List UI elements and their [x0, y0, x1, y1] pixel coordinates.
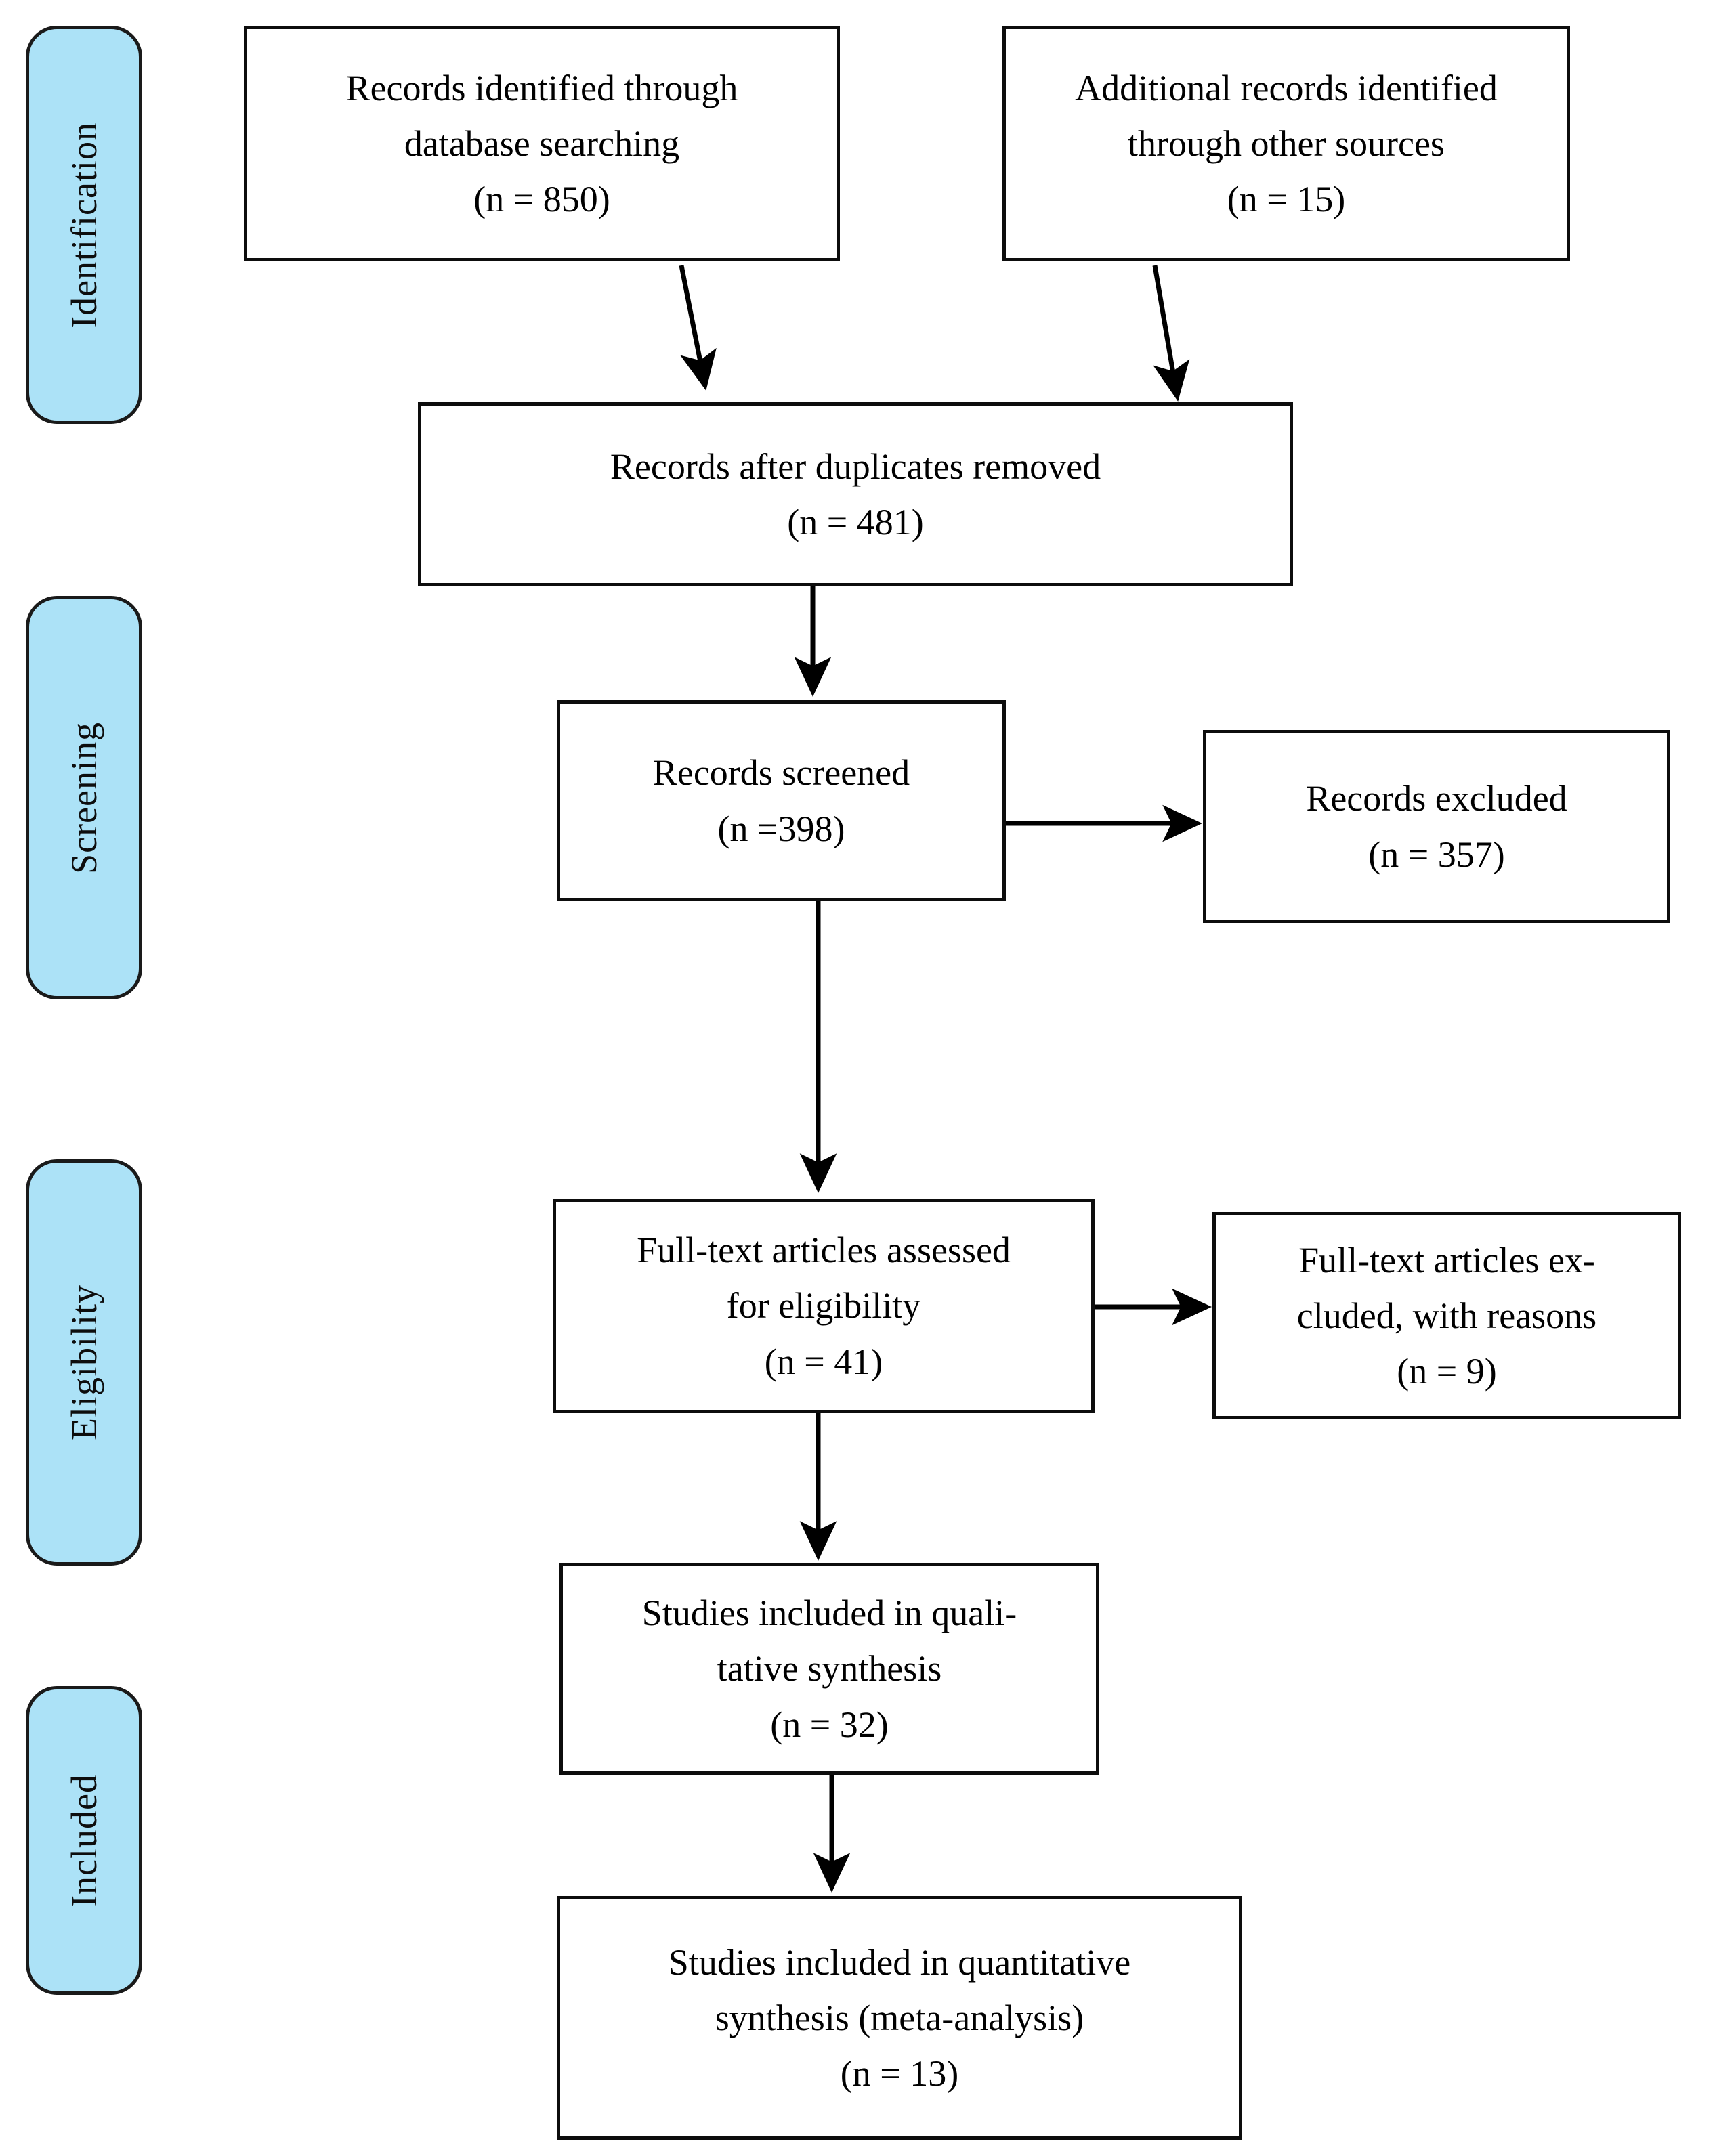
connector-additional-to-duplicates — [1152, 265, 1190, 402]
box-qualitative-synthesis[interactable]: Studies included in quali- tative synthe… — [559, 1563, 1099, 1775]
box-records-identified-line-3: (n = 850) — [473, 179, 610, 220]
box-records-screened[interactable]: Records screened (n =398) — [557, 700, 1006, 901]
box-quantitative-synthesis-line-1: Studies included in quantitative — [668, 1941, 1131, 1983]
stage-tab-included[interactable]: Included — [26, 1686, 142, 1995]
stage-tab-identification-label: Identification — [64, 121, 104, 328]
stage-tab-screening[interactable]: Screening — [26, 596, 142, 999]
stage-tab-screening-label: Screening — [64, 721, 104, 874]
box-records-excluded[interactable]: Records excluded (n = 357) — [1203, 730, 1670, 923]
box-fulltext-excluded-line-2: cluded, with reasons — [1296, 1295, 1597, 1336]
box-fulltext-assessed-line-2: for eligibility — [726, 1285, 921, 1327]
box-additional-records-line-2: through other sources — [1128, 123, 1445, 164]
box-additional-records-line-1: Additional records identified — [1075, 67, 1498, 108]
box-fulltext-assessed-line-3: (n = 41) — [764, 1341, 883, 1382]
box-fulltext-excluded[interactable]: Full-text articles ex- cluded, with reas… — [1212, 1212, 1681, 1419]
box-quantitative-synthesis-line-2: synthesis (meta-analysis) — [715, 1997, 1084, 2038]
box-qualitative-synthesis-line-2: tative synthesis — [717, 1648, 942, 1689]
box-fulltext-excluded-line-3: (n = 9) — [1397, 1351, 1497, 1392]
stage-tab-included-label: Included — [64, 1773, 104, 1907]
box-duplicates-removed-line-1: Records after duplicates removed — [610, 446, 1101, 487]
box-records-identified-line-2: database searching — [404, 123, 680, 164]
connector-identified-to-duplicates — [679, 265, 717, 391]
stage-tab-eligibility-label: Eligibility — [64, 1284, 104, 1440]
box-records-excluded-line-2: (n = 357) — [1368, 834, 1505, 875]
box-duplicates-removed-line-2: (n = 481) — [787, 502, 924, 542]
box-records-screened-line-1: Records screened — [652, 752, 910, 794]
box-additional-records-line-3: (n = 15) — [1227, 179, 1346, 220]
box-fulltext-assessed[interactable]: Full-text articles assessed for eligibil… — [553, 1199, 1095, 1413]
stage-tab-eligibility[interactable]: Eligibility — [26, 1159, 142, 1566]
box-qualitative-synthesis-line-3: (n = 32) — [770, 1704, 889, 1745]
box-quantitative-synthesis-line-3: (n = 13) — [840, 2053, 959, 2094]
box-records-identified-line-1: Records identified through — [345, 67, 738, 108]
box-additional-records[interactable]: Additional records identified through ot… — [1002, 26, 1570, 261]
box-fulltext-excluded-line-1: Full-text articles ex- — [1298, 1239, 1595, 1280]
box-records-screened-line-2: (n =398) — [717, 808, 845, 849]
box-records-excluded-line-1: Records excluded — [1306, 778, 1567, 819]
box-qualitative-synthesis-line-1: Studies included in quali- — [641, 1593, 1017, 1634]
box-records-identified[interactable]: Records identified through database sear… — [244, 26, 840, 261]
box-fulltext-assessed-line-1: Full-text articles assessed — [637, 1230, 1011, 1271]
box-quantitative-synthesis[interactable]: Studies included in quantitative synthes… — [557, 1896, 1242, 2140]
stage-tab-identification[interactable]: Identification — [26, 26, 142, 424]
box-duplicates-removed[interactable]: Records after duplicates removed (n = 48… — [418, 402, 1293, 586]
